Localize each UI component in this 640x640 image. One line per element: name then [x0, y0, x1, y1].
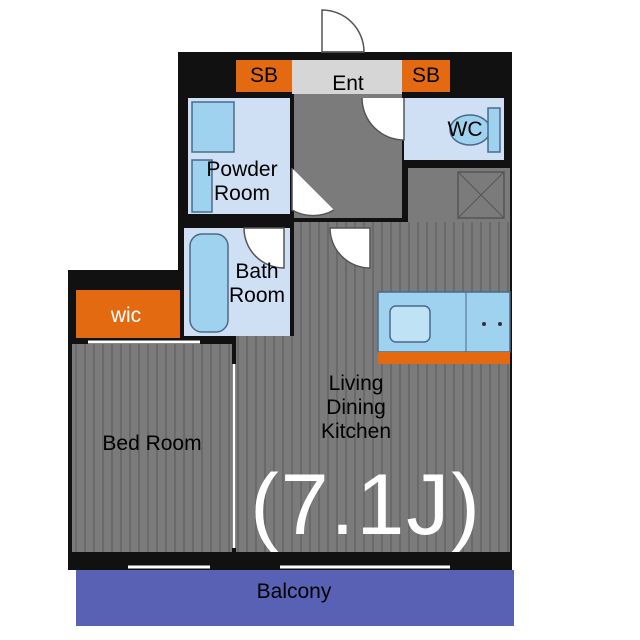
kitchen-counter [377, 291, 511, 364]
balcony-area [76, 570, 514, 626]
sb-left-box [236, 60, 292, 92]
sb-right-box [402, 60, 450, 92]
wc-label: WC [447, 118, 483, 141]
sb-left-label: SB [249, 64, 278, 87]
bed-room-floor [72, 344, 232, 552]
ldk-label: Living Dining Kitchen [320, 372, 392, 444]
ldk-floor-upper [408, 168, 510, 228]
powder-room-door [291, 168, 335, 217]
entrance-door [321, 9, 365, 53]
ldk-door [329, 227, 371, 269]
balcony-label: Balcony [256, 580, 332, 603]
powder-room-label: Powder Room [206, 158, 278, 206]
sb-right-label: SB [411, 64, 440, 87]
entrance-floor [292, 60, 402, 94]
wc-door [361, 97, 405, 141]
bed-room-label: Bed Room [102, 432, 202, 455]
bath-room-label: Bath Room [228, 260, 286, 308]
washer-icon [191, 159, 213, 213]
wic-box [76, 290, 180, 338]
toilet-icon [449, 107, 501, 153]
ldk-floor-lower [236, 336, 296, 552]
room-size-label: (7.1J) [250, 457, 482, 553]
wic-label: wic [110, 304, 142, 327]
bathtub-icon [189, 233, 229, 333]
bath-room-door [243, 227, 285, 269]
washbasin-icon [191, 101, 235, 153]
entrance-label: Ent [332, 72, 364, 95]
refrigerator-icon [457, 171, 505, 219]
ldk-floor [294, 222, 510, 552]
